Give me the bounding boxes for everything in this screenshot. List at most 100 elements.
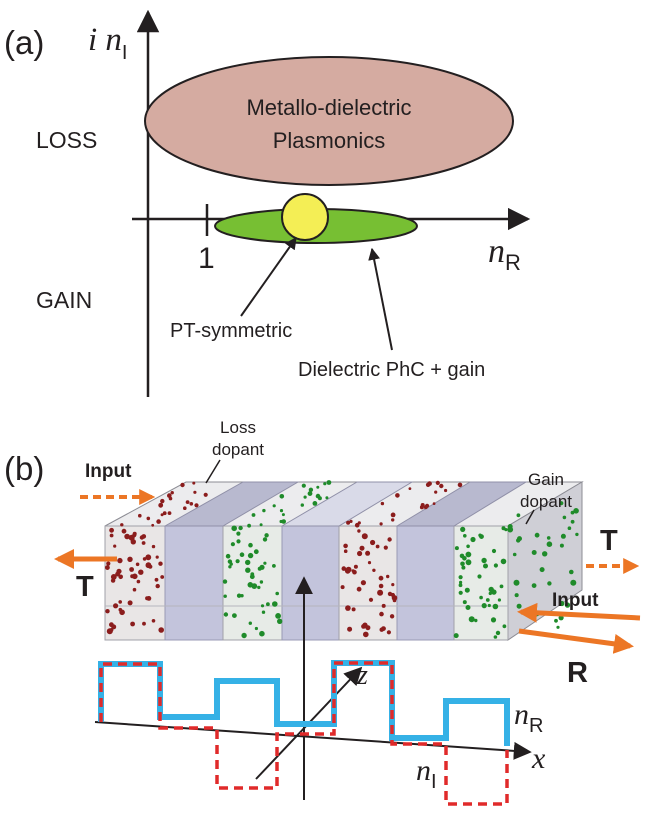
gain-particle (570, 579, 577, 586)
gain-particle (245, 559, 251, 566)
loss-particle (386, 574, 390, 579)
loss-particle (129, 567, 135, 572)
loss-particle (420, 503, 425, 507)
gain-particle (478, 533, 482, 538)
gain-particle (516, 513, 521, 518)
loss-particle (375, 544, 380, 549)
gain-particle (559, 543, 564, 548)
loss-particle (379, 627, 384, 632)
loss-particle (141, 541, 146, 545)
loss-particle (167, 511, 172, 515)
gain-particle (479, 595, 483, 600)
gain-particle (488, 591, 492, 596)
gain-particle (491, 548, 497, 554)
gain-particle (307, 491, 313, 496)
loss-particle (145, 562, 152, 569)
gain-particle (539, 567, 545, 573)
gain-particle (488, 586, 494, 593)
gain-particle (512, 552, 517, 557)
loss-particle (203, 492, 208, 497)
metallo-label-line2: Plasmonics (273, 128, 385, 153)
loss-particle (185, 500, 190, 504)
loss-particle (347, 626, 353, 632)
gain-particle (517, 536, 522, 542)
loss-particle (106, 561, 111, 566)
loss-particle (408, 487, 412, 490)
gain-particle (497, 598, 501, 602)
loss-particle (353, 564, 358, 569)
loss-particle (368, 597, 374, 602)
gain-particle (239, 552, 245, 557)
dielectric-segment-2-top (280, 481, 414, 527)
loss-particle (130, 539, 136, 545)
gain-particle (464, 587, 470, 593)
loss-particle (160, 575, 165, 579)
gain-particle (487, 603, 491, 608)
loss-particle (138, 513, 142, 518)
gain-particle (493, 563, 498, 568)
loss-particle (457, 482, 463, 488)
dielectric-segment-2-front (281, 525, 340, 641)
real-axis-label-sub: R (505, 250, 521, 275)
gain-particle (485, 598, 490, 602)
dielectric-segment-1-top (163, 481, 300, 527)
gain-particle (262, 508, 266, 513)
gain-particle (546, 541, 553, 547)
loss-particle (160, 498, 165, 504)
loss-particle (113, 544, 117, 548)
gain-particle (481, 557, 487, 564)
loss-particle (145, 554, 152, 561)
loss-particle (386, 630, 391, 635)
loss-particle (127, 600, 133, 606)
loss-particle (124, 533, 130, 540)
loss-particle (423, 505, 428, 510)
gain-particle (248, 542, 253, 548)
loss-particle (156, 519, 161, 524)
gain-particle (260, 604, 265, 608)
gain-particle (492, 603, 499, 610)
gain-particle (264, 533, 269, 538)
gain-particle (272, 564, 276, 568)
gain-particle (259, 630, 265, 637)
gain-particle (277, 618, 283, 624)
gain-particle (316, 485, 320, 489)
loss-particle (117, 557, 123, 564)
loss-particle (345, 605, 351, 611)
input-right-arrow (517, 602, 641, 623)
loss-particle (391, 518, 395, 522)
gain-particle (247, 582, 254, 588)
loss-particle (105, 609, 110, 614)
gain-particle (247, 552, 254, 559)
loss-particle (444, 488, 448, 493)
t-right-label: T (600, 525, 618, 557)
gain-particle (231, 525, 237, 532)
gain-particle (236, 539, 241, 544)
gain-particle (559, 501, 564, 506)
loss-particle (110, 574, 117, 580)
gain-dopant-line2: dopant (520, 492, 572, 511)
gain-particle (573, 508, 579, 514)
gain-particle (248, 621, 252, 625)
loss-particle (145, 596, 150, 601)
gain-particle (257, 585, 261, 590)
gain-particle (507, 526, 514, 533)
gain-particle (300, 503, 304, 507)
loss-particle (120, 523, 124, 527)
gain-particle (466, 544, 470, 549)
loss-dopant-line2: dopant (212, 440, 264, 459)
loss-particle (162, 511, 167, 516)
nR-label: nR (514, 698, 543, 737)
gain-particle (458, 583, 463, 588)
x-axis-label: x (531, 742, 546, 775)
loss-label: LOSS (36, 127, 97, 153)
loss-particle (389, 614, 395, 619)
gain-particle (474, 618, 478, 623)
gain-particle (542, 551, 548, 557)
gain-particle (238, 525, 243, 531)
gain-particle (323, 482, 327, 486)
loss-particle (130, 574, 135, 579)
gain-particle (279, 494, 285, 499)
gain-particle (462, 556, 467, 561)
loss-particle (370, 539, 376, 546)
